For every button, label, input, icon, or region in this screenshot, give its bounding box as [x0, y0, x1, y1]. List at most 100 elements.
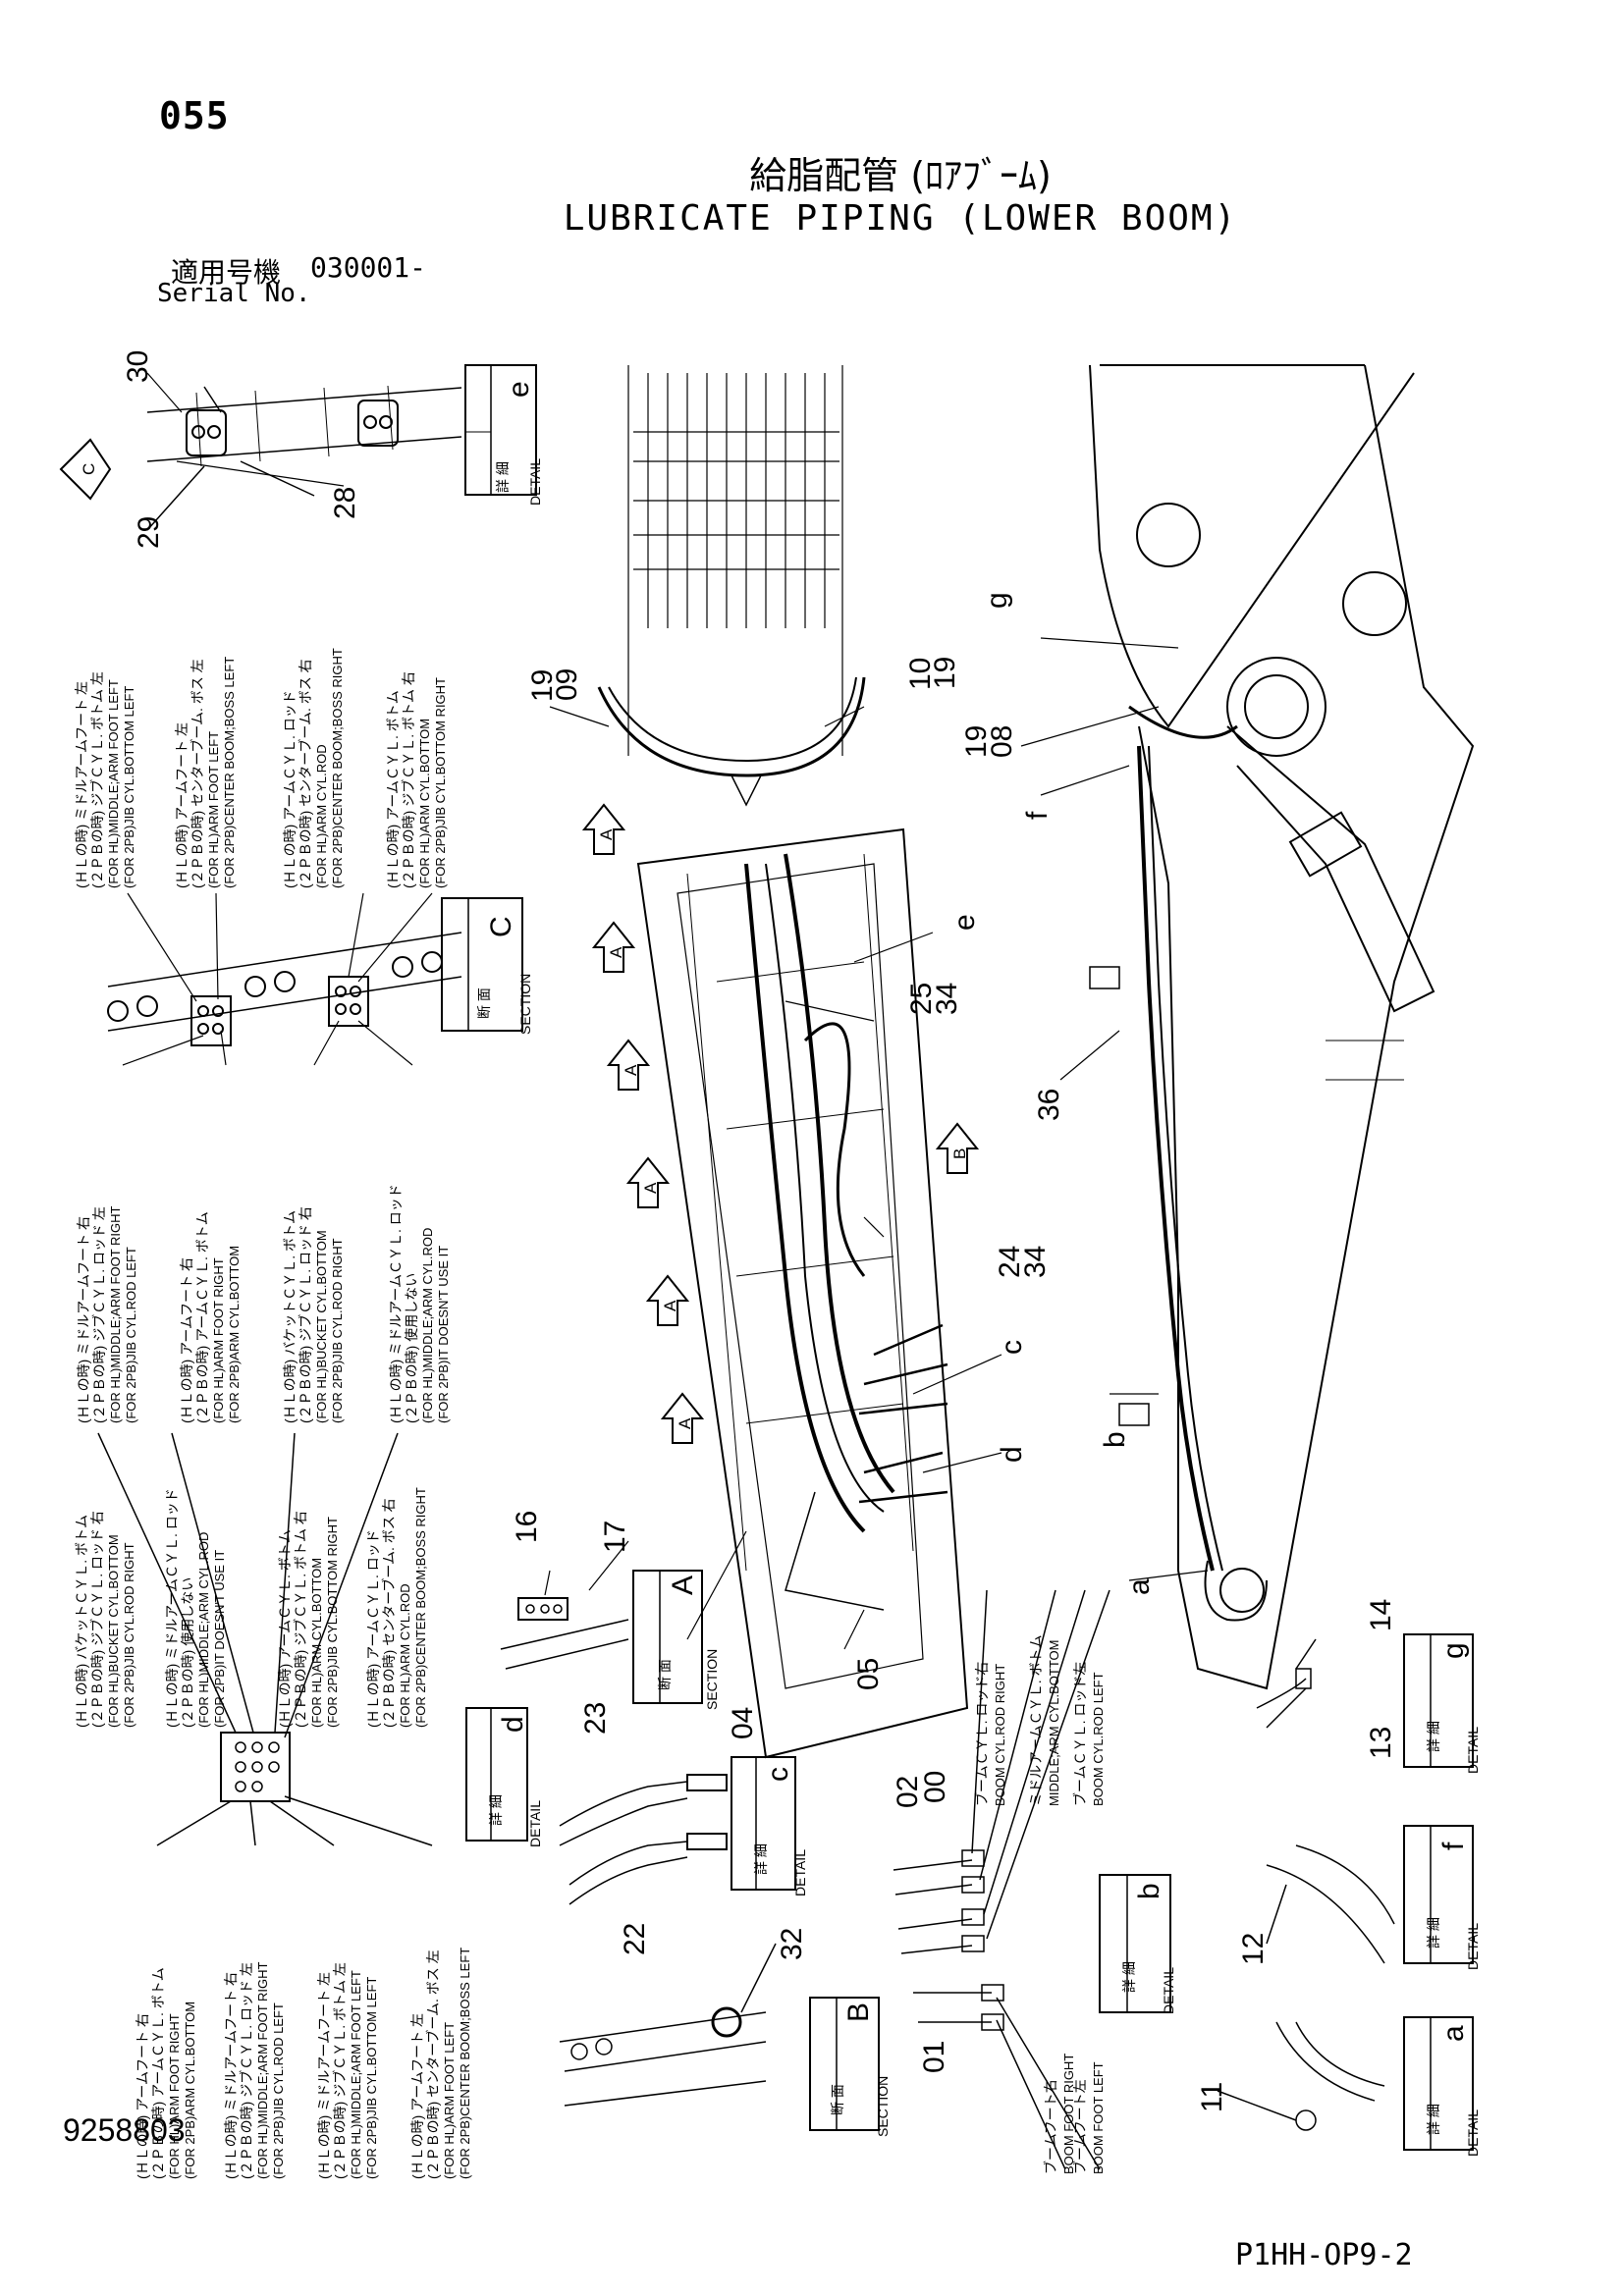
part-24: 24	[994, 1246, 1026, 1278]
part-22: 22	[619, 1923, 651, 1955]
title-english: LUBRICATE PIPING (LOWER BOOM)	[563, 198, 1238, 239]
detail-d-labels-line-5-3: (FOR 2PB)JIB CYL.ROD LEFT	[271, 2002, 286, 2179]
detail-d-labels-line-7-2: (FOR HL)ARM FOOT LEFT	[442, 2022, 457, 2179]
detail-d-labels-line-4-1: (２ＰＢの時) アームＣＹＬ. ボトム	[150, 1967, 166, 2179]
arrow-a-1: A	[597, 828, 616, 840]
detail-e-letter: e	[503, 381, 535, 398]
section-b-letter: B	[842, 2002, 875, 2022]
section-a-jp: 断 面	[657, 1659, 673, 1690]
arrow-a-5: A	[661, 1300, 679, 1311]
part-12: 12	[1237, 1933, 1270, 1965]
detail-letters: g f e c d b a	[948, 592, 1156, 1595]
section-a-letter: A	[667, 1575, 699, 1595]
detail-d-labels-line-1-1: (２ＰＢの時) 使用しない	[180, 1577, 195, 1728]
section-c-labels-line-7-1: (２ＰＢの時) 使用しない	[404, 1273, 419, 1423]
section-b-jp: 断 面	[830, 2084, 845, 2115]
arrow-a-3: A	[622, 1064, 640, 1076]
part-11: 11	[1196, 2082, 1228, 2112]
section-c-labels-group-2: (ＨＬの時) アームＣＹＬ. ロッド(２ＰＢの時) センターブーム. ボス 右(…	[282, 648, 345, 888]
boom-side-view	[1089, 364, 1475, 1690]
detail-f-en: DETAIL	[1465, 1923, 1481, 1970]
detail-d-labels-line-5-2: (FOR HL)MIDDLE;ARM FOOT RIGHT	[255, 1961, 270, 2179]
title-japanese: 給脂配管 (ﾛｱﾌﾞｰﾑ)	[749, 154, 1052, 197]
detail-b-labels-line-0-1: BOOM CYL.ROD RIGHT	[993, 1664, 1007, 1806]
detail-d-labels-line-0-3: (FOR 2PB)JIB CYL.ROD RIGHT	[122, 1542, 136, 1728]
detail-b-jp: 詳 細	[1121, 1961, 1137, 1993]
detail-e-box	[464, 364, 537, 496]
part-00: 00	[919, 1771, 951, 1803]
detail-b-labels-line-4-1: BOOM FOOT LEFT	[1091, 2061, 1106, 2174]
detail-g-en: DETAIL	[1465, 1727, 1481, 1774]
part-19-c: 19	[960, 725, 993, 758]
part-08: 08	[986, 725, 1018, 758]
section-c-labels-line-7-2: (FOR HL)MIDDLE;ARM CYL.ROD	[420, 1228, 435, 1423]
detail-d-labels-line-3-0: (ＨＬの時) アームＣＹＬ. ロッド	[365, 1529, 381, 1728]
section-b-view	[559, 1943, 880, 2131]
detail-b-labels-line-4-0: ブームフート左	[1072, 2079, 1088, 2174]
detail-d-labels-line-0-1: (２ＰＢの時) ジブＣＹＬ. ロッド 右	[89, 1511, 105, 1728]
part-05: 05	[852, 1658, 885, 1690]
detail-e-jp: 詳 細	[495, 461, 511, 493]
detail-d-labels-line-2-2: (FOR HL)ARM CYL.BOTTOM	[309, 1558, 324, 1728]
section-c-labels-group-4: (ＨＬの時) ミドルアームフート 右(２ＰＢの時) ジブＣＹＬ. ロッド 左(F…	[76, 1205, 138, 1423]
section-c-labels-line-6-1: (２ＰＢの時) ジブＣＹＬ. ロッド 右	[298, 1206, 313, 1423]
detail-d-labels-group-3: (ＨＬの時) アームＣＹＬ. ロッド(２ＰＢの時) センターブーム. ボス 右(…	[365, 1487, 428, 1728]
detail-e-view	[59, 385, 462, 531]
arrow-b: B	[950, 1148, 969, 1159]
part-32: 32	[776, 1928, 808, 1960]
page-code: P1HH-OP9-2	[1235, 2238, 1413, 2272]
detail-d-labels-line-6-2: (FOR HL)MIDDLE;ARM FOOT LEFT	[349, 1970, 363, 2179]
detail-g-jp: 詳 細	[1426, 1721, 1441, 1752]
section-c-labels-line-4-3: (FOR 2PB)JIB CYL.ROD LEFT	[124, 1247, 138, 1423]
section-c-labels-line-2-2: (FOR HL)ARM CYL.ROD	[314, 744, 329, 888]
part-01: 01	[918, 2041, 950, 2073]
section-c-labels-line-7-3: (FOR 2PB)IT DOESN'T USE IT	[436, 1246, 451, 1423]
detail-d-view	[97, 1432, 433, 1846]
detail-b-labels-line-1-1: MIDDLE;ARM CYL.BOTTOM	[1047, 1639, 1061, 1806]
detail-d-en: DETAIL	[527, 1800, 543, 1847]
detail-d-label-groups: (ＨＬの時) バケットＣＹＬ. ボトム(２ＰＢの時) ジブＣＹＬ. ロッド 右(…	[74, 1487, 472, 2179]
section-c-labels-group-6: (ＨＬの時) バケットＣＹＬ. ボトム(２ＰＢの時) ジブＣＹＬ. ロッド 右(…	[282, 1206, 345, 1423]
part-29: 29	[133, 516, 165, 549]
leader-lines	[146, 372, 1209, 1650]
lower-boom-frame	[636, 828, 969, 1759]
section-c-labels-line-1-3: (FOR 2PB)CENTER BOOM;BOSS LEFT	[222, 657, 237, 888]
detail-d-labels-line-6-3: (FOR 2PB)JIB CYL.BOTTOM LEFT	[364, 1977, 379, 2179]
detail-d-labels-line-3-2: (FOR HL)ARM CYL.ROD	[398, 1583, 412, 1728]
detail-d-box	[465, 1707, 528, 1842]
arrow-a-6: A	[676, 1417, 694, 1429]
section-c-labels-line-3-3: (FOR 2PB)JIB CYL.BOTTOM RIGHT	[433, 677, 448, 888]
detail-d-labels-group-2: (ＨＬの時) アームＣＹＬ. ボトム(２ＰＢの時) ジブＣＹＬ. ボトム 右(F…	[277, 1511, 340, 1728]
section-c-labels-line-0-2: (FOR HL)MIDDLE;ARM FOOT LEFT	[106, 679, 121, 888]
detail-d-labels-group-5: (ＨＬの時) ミドルアームフート 右(２ＰＢの時) ジブＣＹＬ. ロッド 左(F…	[223, 1961, 286, 2179]
detail-g-letter: g	[1437, 1642, 1470, 1659]
detail-b-labels-line-1-0: ミドルアームＣＹＬ. ボトム	[1028, 1634, 1044, 1806]
detail-d-labels-line-1-3: (FOR 2PB)IT DOESN'T USE IT	[212, 1550, 227, 1728]
detail-d-labels-line-2-3: (FOR 2PB)JIB CYL.BOTTOM RIGHT	[325, 1517, 340, 1728]
section-c-labels-line-1-0: (ＨＬの時) アームフート 左	[174, 722, 189, 888]
detail-d-labels-line-5-1: (２ＰＢの時) ジブＣＹＬ. ロッド 左	[239, 1962, 254, 2179]
section-arrows	[581, 803, 980, 1444]
part-02: 02	[892, 1776, 924, 1808]
section-c-labels-line-0-3: (FOR 2PB)JIB CYL.BOTTOM LEFT	[122, 686, 136, 888]
serial-label-jp: 適用号機	[171, 256, 282, 289]
detail-b-labels-line-0-0: ブームＣＹＬ. ロッド右	[974, 1662, 990, 1806]
detail-d-labels-group-7: (ＨＬの時) アームフート 左(２ＰＢの時) センターブーム. ボス 左(FOR…	[409, 1948, 472, 2179]
section-c-labels-line-6-2: (FOR HL)BUCKET CYL.BOTTOM	[314, 1230, 329, 1423]
part-28: 28	[329, 487, 361, 519]
detail-c-jp: 詳 細	[753, 1843, 769, 1875]
document-number: 9258803	[63, 2112, 186, 2148]
detail-d-labels-group-4: (ＨＬの時) アームフート 右(２ＰＢの時) アームＣＹＬ. ボトム(FOR H…	[135, 1967, 197, 2179]
section-a-en: SECTION	[704, 1649, 720, 1710]
section-c-labels-group-0: (ＨＬの時) ミドルアームフート 左(２ＰＢの時) ジブＣＹＬ. ボトム 左(F…	[74, 671, 136, 888]
detail-f-letter: f	[1437, 1842, 1470, 1850]
detail-d-labels-line-2-0: (ＨＬの時) アームＣＹＬ. ボトム	[277, 1529, 293, 1728]
section-c-labels-group-3: (ＨＬの時) アームＣＹＬ. ボトム(２ＰＢの時) ジブＣＹＬ. ボトム 右(F…	[385, 671, 448, 888]
section-c-labels-line-2-0: (ＨＬの時) アームＣＹＬ. ロッド	[282, 690, 298, 888]
c-marker-letter: C	[80, 463, 98, 475]
hose-bundle-top	[597, 365, 866, 807]
arrow-a-2: A	[607, 946, 625, 958]
